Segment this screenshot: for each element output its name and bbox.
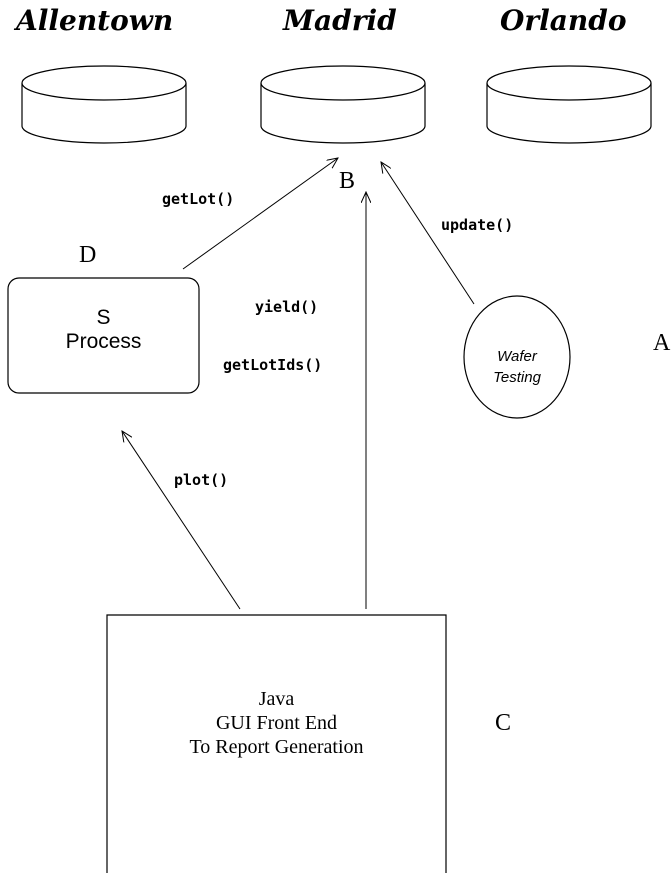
s-process-line1: S	[96, 306, 111, 329]
java-frontend-box	[106, 614, 447, 873]
orlando-database-icon	[486, 65, 652, 144]
plot-call-label: plot()	[174, 471, 229, 489]
update-call-label: update()	[441, 216, 514, 234]
madrid-label: Madrid	[283, 4, 397, 37]
wafer-testing-line2: Testing	[493, 369, 541, 386]
update-arrow	[381, 162, 475, 305]
marker-b: B	[339, 168, 356, 194]
getlotids-call-label: getLotIds()	[223, 356, 323, 374]
wafer-testing-line1: Wafer	[497, 348, 537, 365]
marker-d: D	[79, 242, 97, 268]
marker-c: C	[495, 710, 512, 736]
java-frontend-text: Java GUI Front End To Report Generation	[107, 687, 446, 759]
allentown-database-icon	[21, 65, 187, 144]
madrid-database-icon	[260, 65, 426, 144]
java-frontend-line2: GUI Front End	[215, 712, 338, 734]
s-process-line2: Process	[65, 330, 142, 353]
s-process-text: S Process	[8, 306, 199, 354]
allentown-label: Allentown	[16, 4, 174, 37]
plot-arrow	[122, 431, 241, 610]
wafer-testing-circle	[463, 295, 571, 419]
java-frontend-line3: To Report Generation	[189, 736, 364, 758]
wafer-testing-text: Wafer Testing	[464, 346, 570, 388]
java-frontend-line1: Java	[258, 688, 295, 710]
getlot-arrow	[182, 158, 338, 270]
marker-a: A	[653, 330, 671, 356]
yield-call-label: yield()	[255, 298, 319, 316]
orlando-label: Orlando	[500, 4, 627, 37]
getlot-call-label: getLot()	[162, 190, 235, 208]
s-process-box	[7, 277, 200, 394]
